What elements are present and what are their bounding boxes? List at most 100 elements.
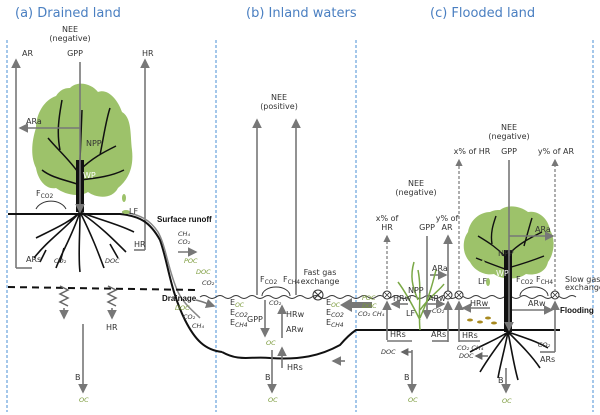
a-lf-label: LF [129, 207, 138, 216]
panel-b-title: (b) Inland waters [246, 6, 357, 21]
b-oc-label: OC [268, 396, 278, 404]
a-hr-label: HR [142, 49, 154, 58]
a-gpp-label: GPP [67, 49, 83, 58]
c-leaf-1 [481, 260, 485, 268]
c-y-ar-2: AR [441, 223, 452, 232]
a-ara-label: ARa [26, 117, 42, 126]
c-tree-roots [469, 331, 549, 381]
b-e-oc-left: EOC [230, 298, 245, 309]
c-tree-fco2: FCO2 [516, 275, 534, 286]
c-grass-ars: ARs [431, 330, 446, 339]
a-hr-soil-label: HR [134, 240, 146, 249]
panel-a-title: (a) Drained land [15, 6, 121, 21]
b-e-oc-right: EOC [326, 298, 341, 309]
b-fco2-label: FCO2 [260, 275, 278, 286]
flooding-label: Flooding [560, 306, 594, 315]
a-nee-label: NEE [62, 25, 78, 34]
drainage-doc: DOC [175, 304, 190, 312]
runoff-doc: DOC [196, 268, 211, 276]
c-valve-icon-3 [454, 290, 464, 300]
b-hrs-label: HRs [287, 363, 303, 372]
a-nee-negative: (negative) [49, 34, 90, 43]
c-leaf-2 [486, 278, 490, 286]
c-grass-plant [397, 261, 445, 331]
a-leaf-1 [122, 194, 126, 202]
c-grass-lf: LF [406, 309, 415, 318]
c-tree-trunk [504, 250, 512, 332]
a-wp-label: WP [83, 171, 96, 180]
c-valve-icon-4 [550, 290, 560, 300]
slow-gas-label-1: Slow gas [565, 275, 600, 284]
a-deep-hr-label: HR [106, 323, 118, 332]
c-tree-arw: ARw [528, 299, 546, 308]
a-leach-zigzag-1 [58, 285, 70, 307]
c-leaf-litter [467, 316, 497, 325]
c-x-hr-2: HR [381, 223, 393, 232]
runoff-ch4: CH₄ [178, 230, 190, 238]
runoff-poc: POC [184, 257, 198, 265]
c-grass-doc: DOC [381, 348, 396, 356]
runoff-co2: CO₂ [178, 238, 191, 246]
a-ground-line [8, 213, 223, 353]
c-valve-icon-1 [382, 290, 392, 300]
c-export-doc: DOC [362, 302, 377, 310]
a-water-table [7, 286, 197, 291]
b-gpp-label: GPP [247, 315, 263, 324]
c-tree-ara: ARa [535, 225, 551, 234]
a-surface-runoff-path [121, 211, 201, 319]
c-tree-fch4: FCH4 [536, 275, 553, 286]
a-fco2-dome [35, 200, 67, 210]
b-nee-label: NEE [271, 93, 287, 102]
c-tree-ars: ARs [540, 355, 555, 364]
c-tree-b: B [498, 376, 504, 385]
c-grass-nee-negative: (negative) [395, 188, 436, 197]
c-grass-hrs: HRs [390, 330, 406, 339]
c-tree-co2-ch4: CO₂ CH₄ [457, 344, 484, 352]
a-co2-label: CO₂ [54, 257, 67, 265]
c-tree-oc: OC [502, 397, 512, 405]
runoff-co2-2: CO₂ [202, 279, 215, 287]
drainage-arrow [195, 298, 216, 309]
lake-bed-line [221, 329, 560, 360]
c-tree-lf: LF [478, 277, 487, 286]
c-tree-gpp: GPP [501, 147, 517, 156]
b-e-co2-right: ECO2 [326, 308, 344, 319]
a-fco2-label: FCO2 [36, 189, 54, 200]
c-grass-ara-label: ARa [432, 264, 448, 273]
b-arw-label: ARw [286, 325, 304, 334]
c-to-b-export-arrow [340, 298, 372, 312]
c-export-gases: CO₂ CH₄ [358, 310, 385, 318]
c-tree-hrw: HRw [470, 299, 489, 308]
c-grass-gpp: GPP [419, 223, 435, 232]
b-flux-dome [261, 286, 291, 297]
c-grass-oc: OC [408, 396, 418, 404]
c-tree-flux-dome [519, 286, 549, 297]
slow-gas-label-2: exchange [565, 283, 600, 292]
fast-gas-label-1: Fast gas [304, 268, 337, 277]
a-ar-label: AR [22, 49, 33, 58]
c-tree-nee-label: NEE [501, 123, 517, 132]
c-tree-co2: CO₂ [538, 341, 551, 349]
a-leaf-2 [122, 210, 130, 214]
a-tree-roots [33, 211, 135, 273]
a-leach-zigzag-2 [106, 285, 118, 307]
b-e-ch4-right: ECH4 [326, 318, 344, 329]
b-hrw-label: HRw [286, 310, 305, 319]
b-e-ch4-left: ECH4 [230, 318, 248, 329]
a-tree-crown [32, 83, 133, 197]
b-co2-label: CO₂ [269, 299, 282, 307]
fast-gas-valve-icon [312, 289, 324, 301]
c-tree-hrs: HRs [462, 331, 478, 340]
c-grass-nee-label: NEE [408, 179, 424, 188]
c-grass-arw: ARw [428, 294, 446, 303]
panel-c-title: (c) Flooded land [430, 6, 535, 21]
c-tree-wp: WP [496, 269, 509, 278]
a-b-label: B [75, 373, 81, 382]
b-oc-water: OC [266, 339, 276, 347]
c-y-ar-1: y% of [436, 214, 459, 223]
c-tree-nee-negative: (negative) [488, 132, 529, 141]
c-grass-npp: NPP [408, 286, 424, 295]
c-grass-co2: CO₂ [432, 307, 445, 315]
